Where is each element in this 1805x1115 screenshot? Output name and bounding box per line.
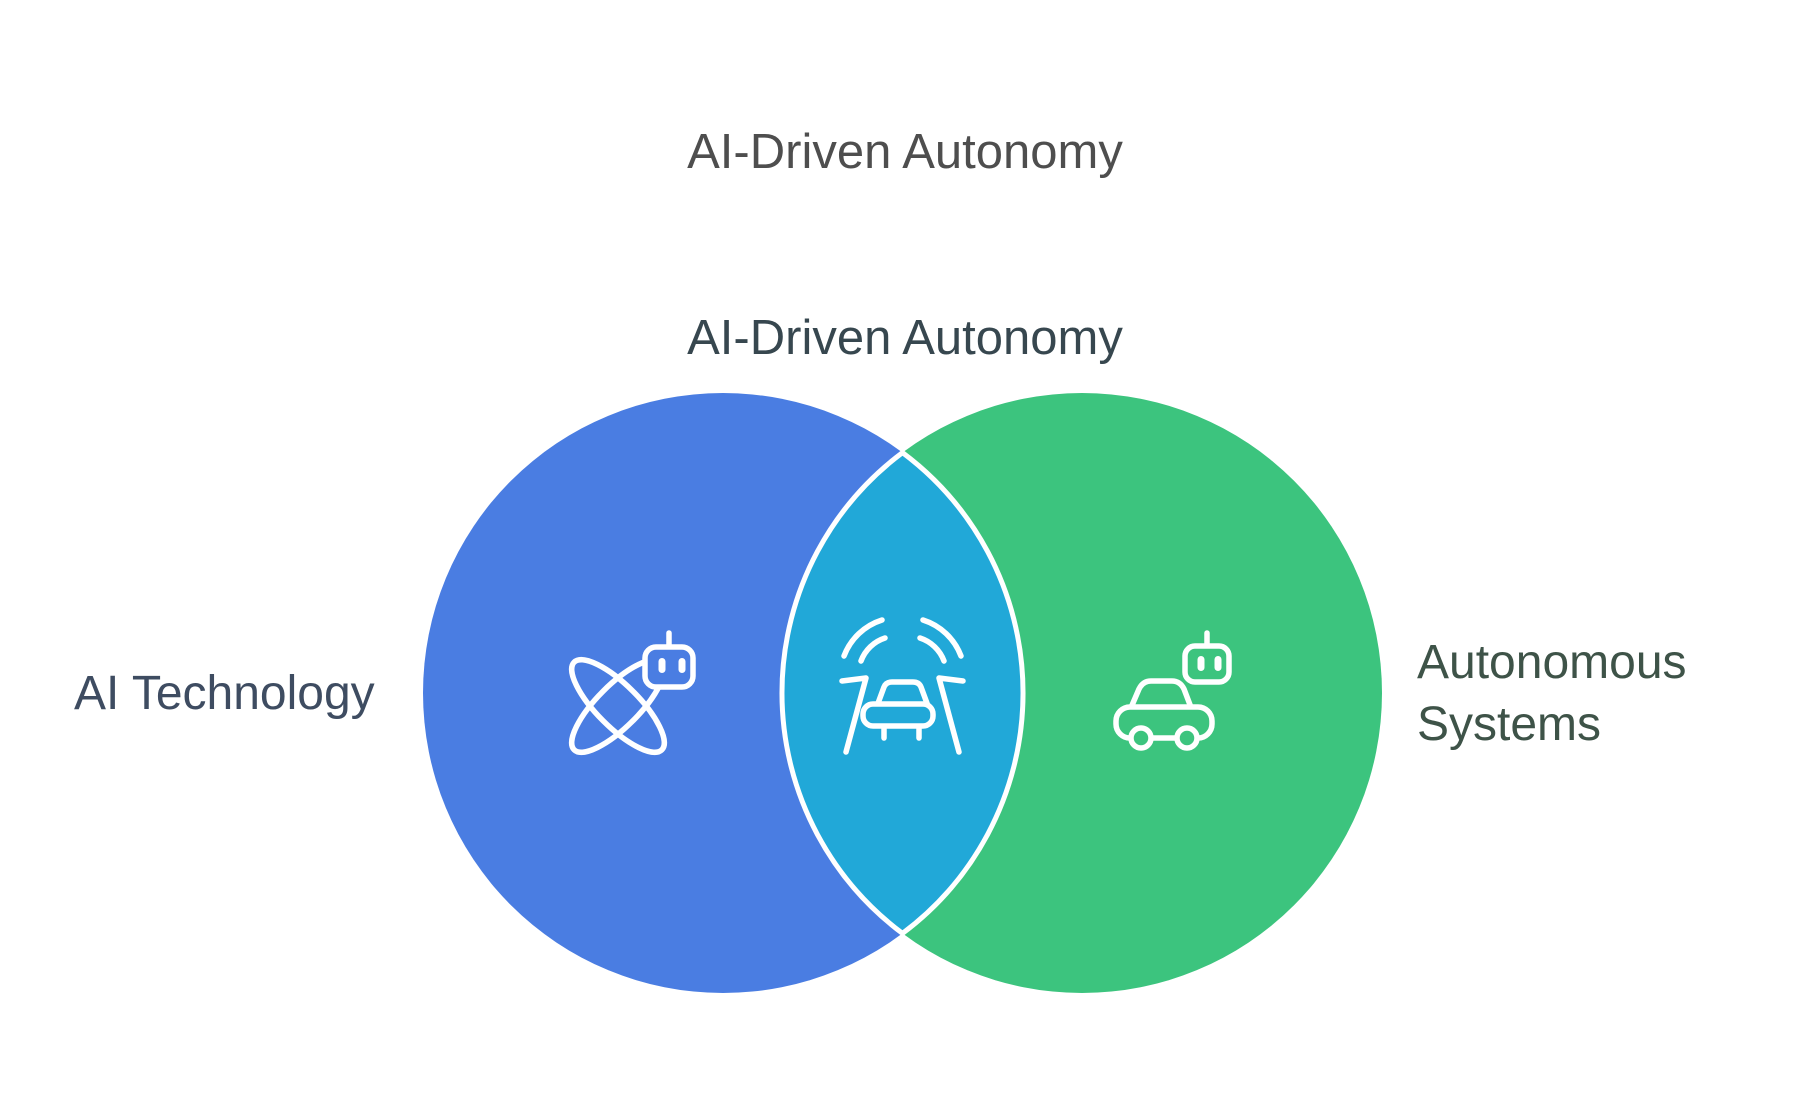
- car-body-rear: [860, 701, 936, 729]
- atom-orbit-2: [568, 656, 668, 756]
- signal-wave-right-inner: [917, 635, 947, 664]
- robot-head: [642, 644, 696, 690]
- signal-wave-right-outer: [920, 617, 964, 659]
- car-road-signal-icon: [839, 617, 966, 755]
- set-label-ai-technology: AI Technology: [74, 667, 375, 720]
- set-label-autonomous-systems: Autonomous Systems: [1417, 636, 1687, 752]
- car-cabin-rear: [874, 679, 931, 709]
- atom-robot-icon: [568, 630, 696, 756]
- robot-eye-right: [678, 658, 686, 673]
- robot-eye-left: [1197, 656, 1205, 671]
- car-wheel-front: [1128, 725, 1154, 751]
- signal-wave-left-outer: [841, 617, 885, 659]
- car-cabin-side: [1127, 678, 1195, 713]
- car-wheel-back: [1174, 725, 1200, 751]
- road-edge-right: [936, 675, 966, 755]
- diagram-title: AI-Driven Autonomy: [687, 311, 1123, 365]
- robot-eye-left: [658, 658, 666, 673]
- robot-eye-right: [1214, 656, 1222, 671]
- page-title: AI-Driven Autonomy: [687, 125, 1123, 179]
- signal-wave-left-inner: [858, 635, 888, 664]
- venn-intersection: [779, 449, 1026, 937]
- road-edge-left: [839, 675, 869, 755]
- robot-head: [1182, 643, 1232, 685]
- car-robot-icon: [1113, 630, 1232, 751]
